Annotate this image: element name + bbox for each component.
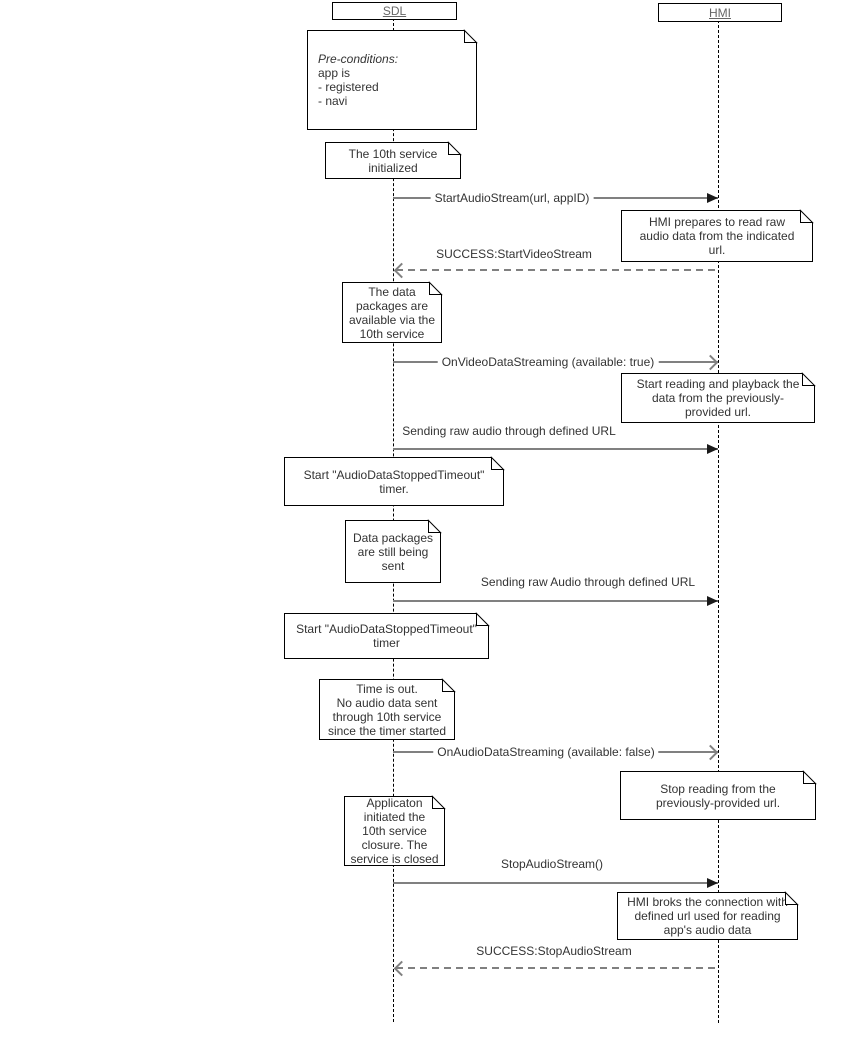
arrowhead-icon	[707, 596, 718, 606]
note-hmi-prepares: HMI prepares to read raw audio data from…	[621, 210, 813, 262]
arrowhead-icon	[393, 262, 410, 279]
message-start-audio-stream-label: StartAudioStream(url, appID)	[430, 190, 594, 206]
note-hmi-breaks-connection: HMI broks the connection with defined ur…	[617, 892, 798, 940]
message-success-stop-audio-label: SUCCESS:StopAudioStream	[472, 943, 636, 959]
note-app-initiated-closure: Applicaton initiated the 10th service cl…	[344, 796, 445, 866]
message-stop-audio-stream-line	[393, 882, 718, 884]
message-sending-raw-audio-1-label: Sending raw audio through defined URL	[398, 423, 620, 439]
message-success-start-video-line	[396, 269, 718, 271]
actor-sdl: SDL	[332, 2, 457, 20]
note-service-initialized: The 10th service initialized	[325, 142, 461, 179]
actor-sdl-label: SDL	[382, 4, 407, 18]
message-sending-raw-audio-2-label: Sending raw Audio through defined URL	[476, 574, 700, 590]
note-start-timer-1: Start "AudioDataStoppedTimeout" timer.	[284, 457, 504, 506]
arrowhead-icon	[393, 960, 410, 977]
arrowhead-icon	[707, 193, 718, 203]
message-on-audio-data-streaming-label: OnAudioDataStreaming (available: false)	[433, 744, 659, 760]
message-on-video-data-streaming-label: OnVideoDataStreaming (available: true)	[437, 354, 659, 370]
actor-hmi: HMI	[658, 3, 782, 22]
arrowhead-icon	[702, 354, 719, 371]
message-sending-raw-audio-2-line	[393, 600, 718, 602]
note-preconditions-body: app is - registered - navi	[318, 66, 379, 108]
message-success-stop-audio-line	[396, 967, 718, 969]
message-success-start-video-label: SUCCESS:StartVideoStream	[432, 246, 596, 262]
actor-hmi-label: HMI	[709, 5, 731, 20]
arrowhead-icon	[707, 444, 718, 454]
message-stop-audio-stream-label: StopAudioStream()	[496, 856, 608, 872]
note-start-reading-playback: Start reading and playback the data from…	[621, 373, 815, 423]
note-packages-still-sent: Data packages are still being sent	[345, 520, 441, 583]
note-start-timer-2: Start "AudioDataStoppedTimeout" timer	[284, 613, 489, 659]
arrowhead-icon	[707, 878, 718, 888]
lifeline-hmi	[718, 20, 719, 1023]
note-preconditions-title: Pre-conditions:	[318, 52, 399, 66]
note-preconditions: Pre-conditions: app is - registered - na…	[307, 30, 477, 130]
arrowhead-icon	[702, 744, 719, 761]
note-time-is-out: Time is out. No audio data sent through …	[319, 679, 455, 740]
message-sending-raw-audio-1-line	[393, 448, 718, 450]
note-data-packages-available: The data packages are available via the …	[342, 282, 442, 343]
note-stop-reading: Stop reading from the previously-provide…	[620, 771, 816, 820]
